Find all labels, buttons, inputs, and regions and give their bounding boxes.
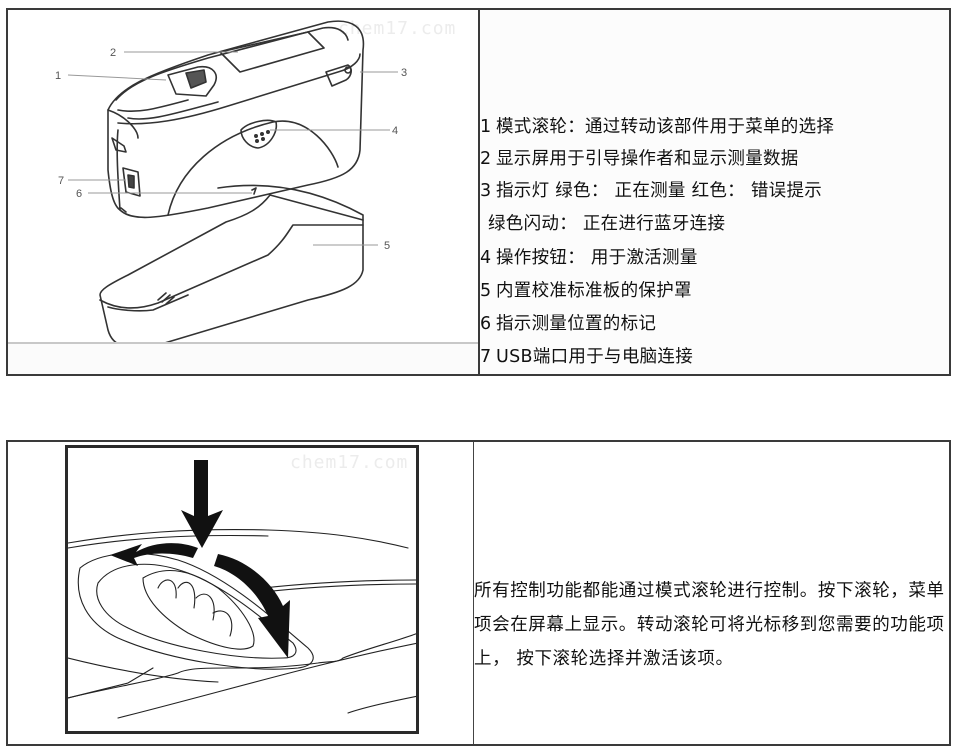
watermark: chem17.com [290,452,409,473]
description-cell: 所有控制功能都能通过模式滚轮进行控制。按下滚轮，菜单项会在屏幕上显示。转动滚轮可… [474,442,949,744]
component-table: chem17.com [6,8,951,376]
watermark: chem17.com [338,18,457,39]
list-item-continuation: 绿色闪动： 正在进行蓝牙连接 [488,214,726,234]
callout-3: 3 [401,67,407,79]
column-divider [473,442,474,744]
callout-2: 2 [110,47,116,59]
callout-6: 6 [76,188,82,200]
device-diagram-cell: chem17.com [8,10,478,374]
control-table: chem17.com [6,440,951,746]
callout-7: 7 [58,175,64,187]
device-diagram: 1 2 3 4 5 6 7 [55,20,407,349]
wheel-diagram-cell: chem17.com [8,442,473,744]
callout-5: 5 [384,240,390,252]
column-divider [478,10,480,374]
empty-row-strip [8,342,478,374]
control-description: 所有控制功能都能通过模式滚轮进行控制。按下滚轮，菜单项会在屏幕上显示。转动滚轮可… [474,581,945,669]
wheel-diagram [68,460,416,719]
callout-4: 4 [392,125,398,137]
callout-1: 1 [55,70,61,82]
wheel-diagram-frame: chem17.com [65,445,419,734]
